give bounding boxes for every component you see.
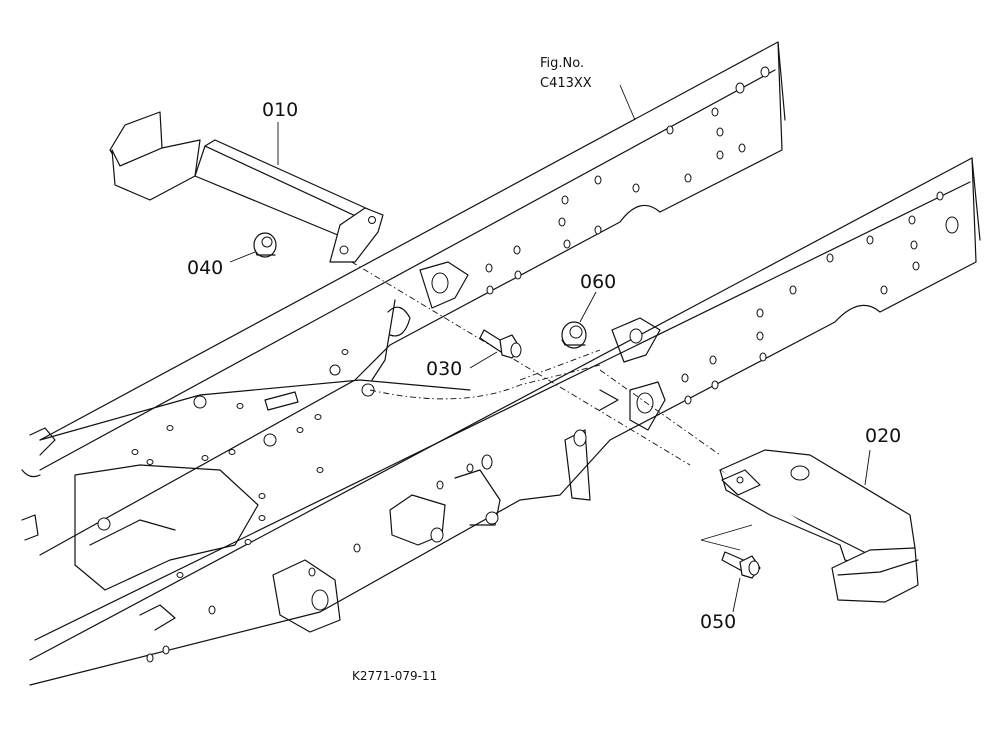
drawing-code: K2771-079-11 [352,669,437,683]
upper-rail-holes [485,66,770,295]
lower-frame-rail [29,157,981,686]
assembly-centerlines [339,254,721,466]
plate-small-holes [131,349,349,578]
part-030-bolt[interactable] [479,329,522,359]
label-030: 030 [426,358,462,380]
part-060-nut[interactable] [561,321,587,349]
part-050-bolt[interactable] [721,551,761,579]
label-060: 060 [580,271,616,293]
label-050: 050 [700,611,736,633]
fig-no-label: Fig.No. [540,56,584,71]
cross-plate [21,349,501,633]
part-020-step-bracket[interactable] [719,449,919,603]
fig-no-value: C413XX [540,76,592,91]
upper-frame-rail [39,41,786,556]
label-040: 040 [187,257,223,279]
part-040-nut[interactable] [253,232,277,258]
label-010: 010 [262,99,298,121]
lower-rail-holes [146,191,959,663]
label-020: 020 [865,425,901,447]
figure-reference: Fig.No. C413XX K2771-079-11 [352,56,592,683]
leader-lines [229,84,871,613]
part-labels: 010 020 030 040 050 060 [187,99,901,633]
part-010-step-bracket[interactable] [109,111,384,263]
